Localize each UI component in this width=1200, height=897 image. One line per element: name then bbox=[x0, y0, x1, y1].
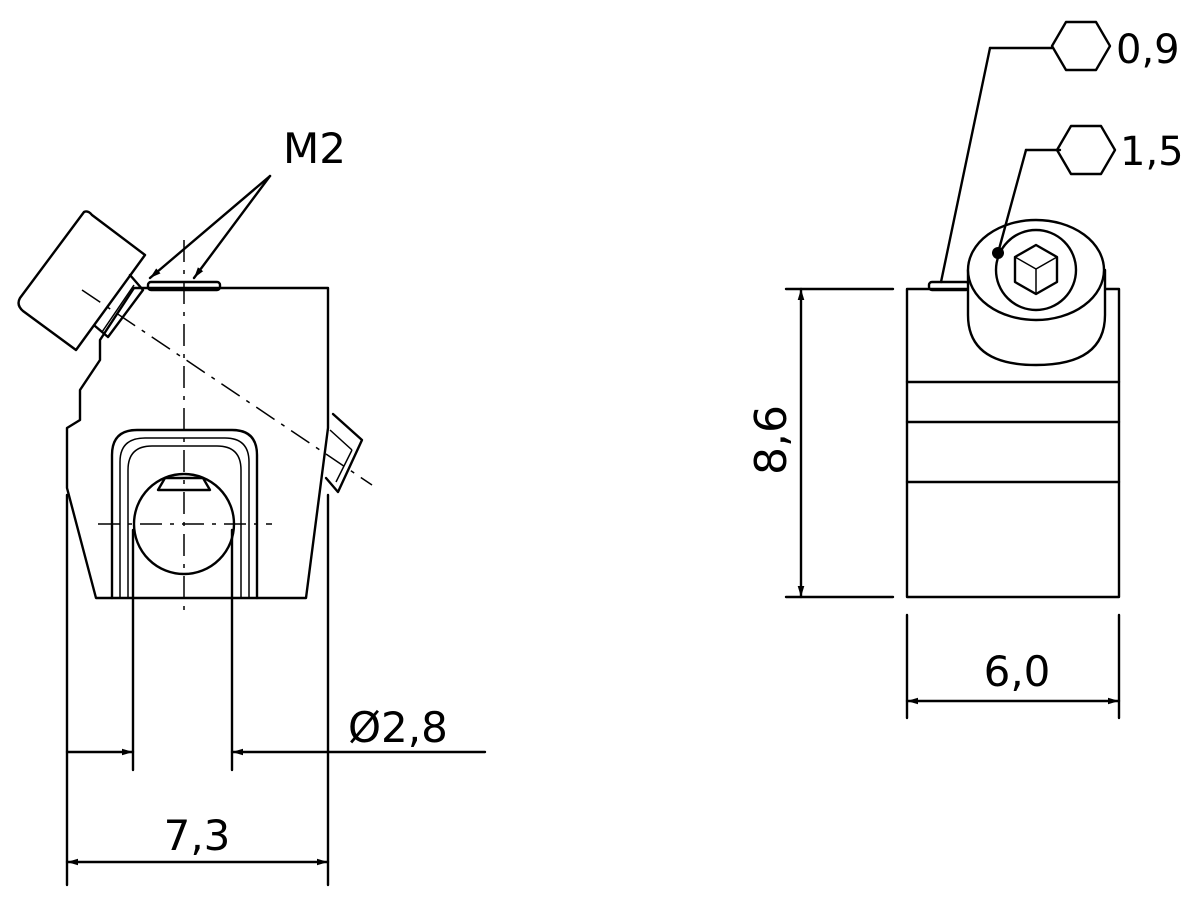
right-view-terminal-block: 0,9 1,5 8,6 6,0 bbox=[746, 20, 1184, 720]
height-dimension-8-6: 8,6 bbox=[746, 405, 797, 475]
socket-screw-head bbox=[966, 218, 1107, 367]
hole-diameter-dimension: Ø2,8 bbox=[348, 703, 448, 752]
hex-key-size-small: 0,9 bbox=[1116, 27, 1180, 73]
side-screw bbox=[324, 412, 364, 494]
angled-screw bbox=[17, 210, 147, 352]
hex-key-callout-large: 1,5 bbox=[992, 124, 1184, 259]
width-dimension-7-3: 7,3 bbox=[164, 811, 231, 860]
hex-key-callout-small: 0,9 bbox=[939, 20, 1180, 284]
hex-icon bbox=[1055, 124, 1117, 176]
left-view-terminal-block: M2 7,3 Ø2,8 bbox=[17, 124, 487, 887]
thread-label: M2 bbox=[283, 124, 346, 173]
hex-icon bbox=[1050, 20, 1112, 72]
width-dimension-6-0: 6,0 bbox=[984, 647, 1051, 696]
hex-key-size-large: 1,5 bbox=[1120, 129, 1184, 175]
